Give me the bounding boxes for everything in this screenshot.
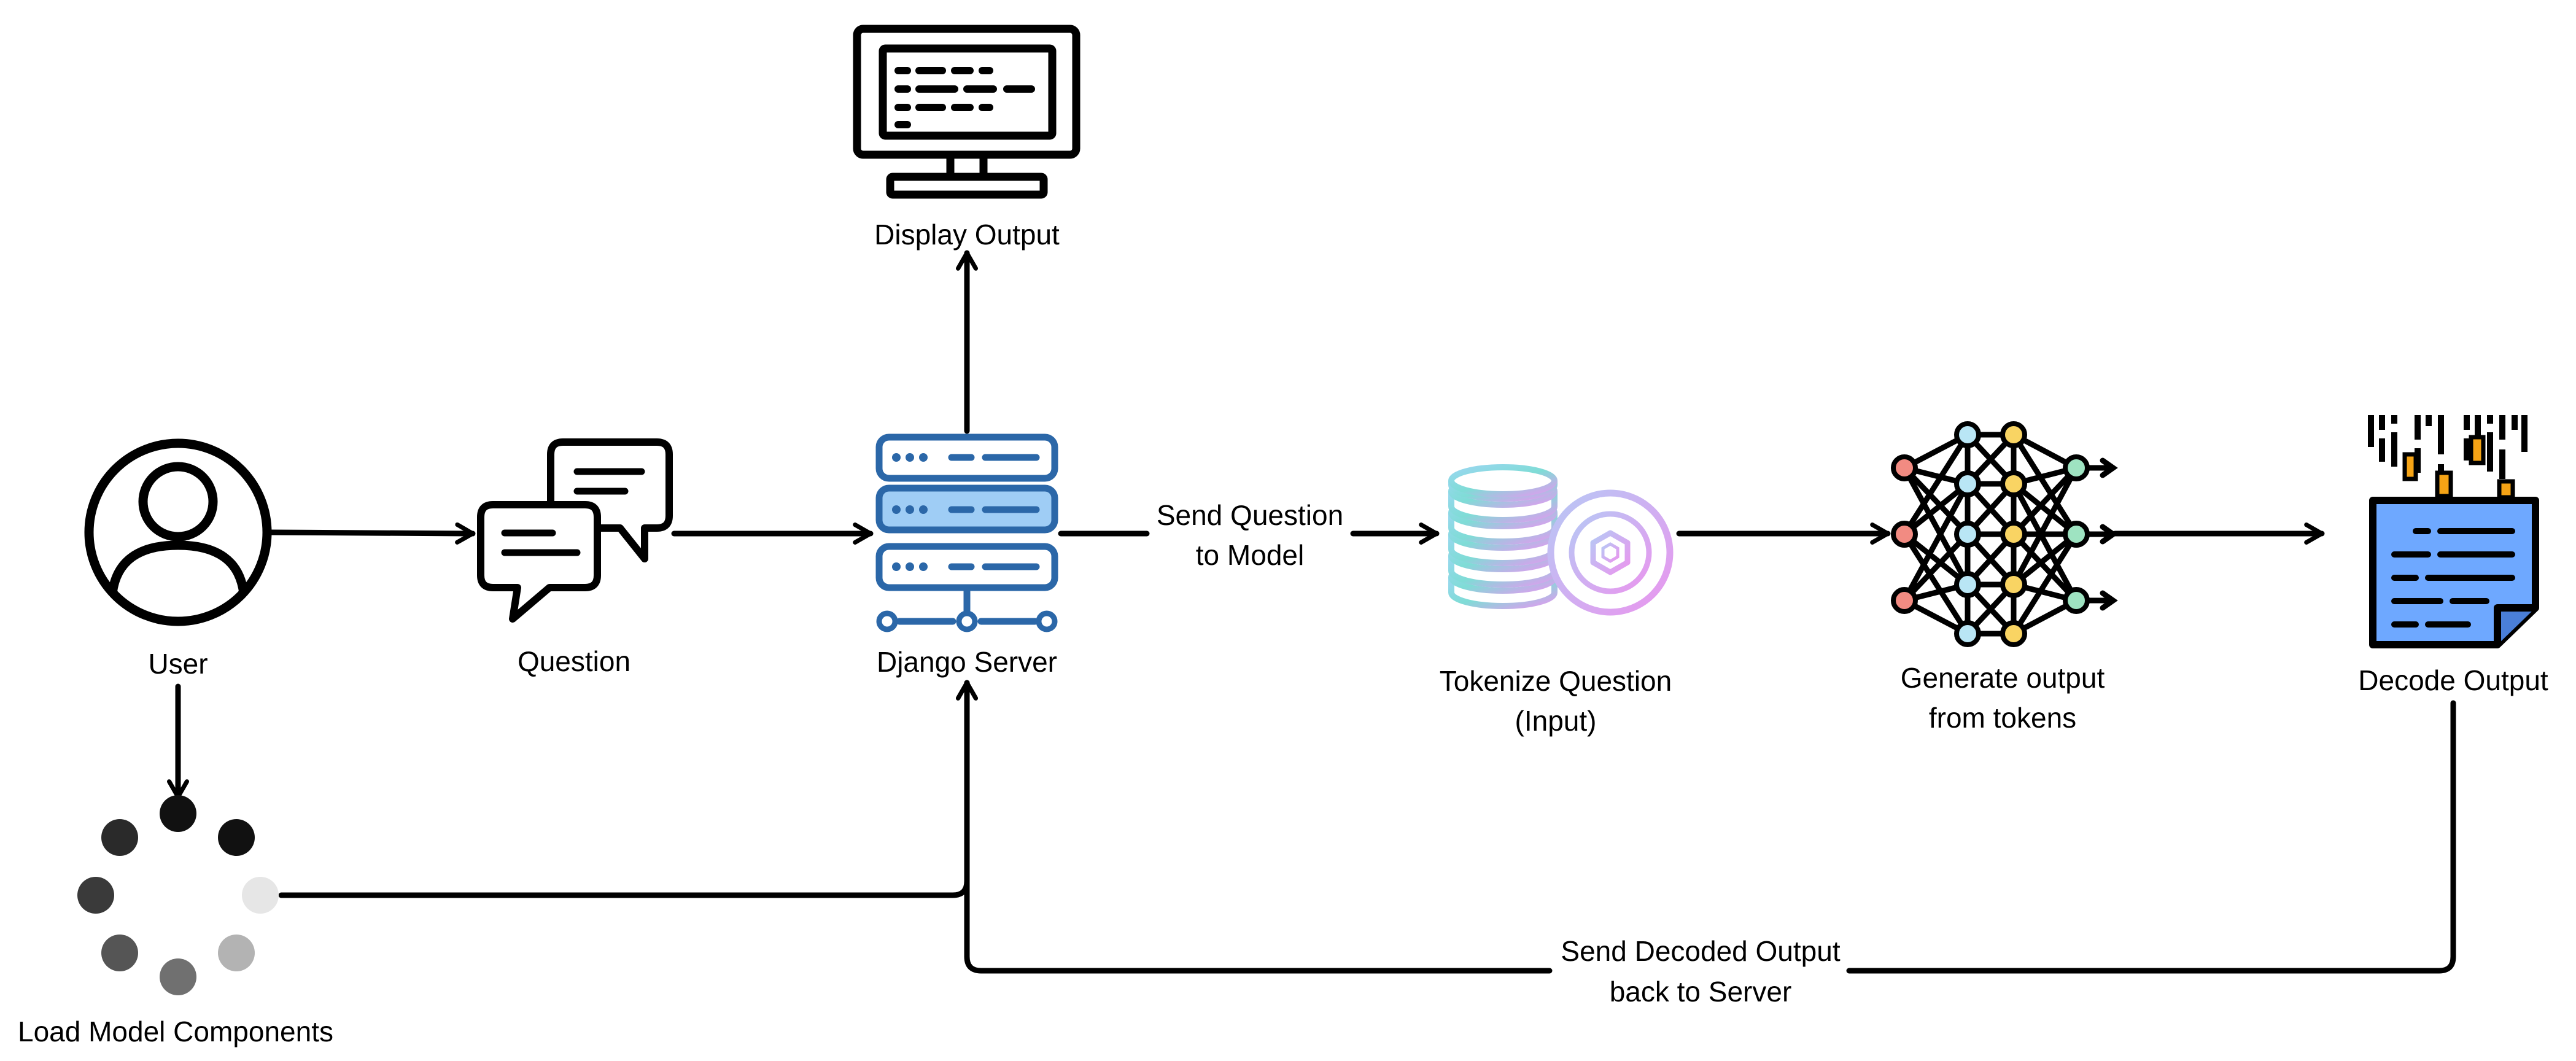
edge-load-server	[278, 680, 978, 898]
send-question-label-line2: to Model	[1196, 539, 1304, 571]
monitor-icon	[853, 25, 1080, 199]
generate-label-line2: from tokens	[1929, 702, 2076, 734]
question-node: Question	[477, 438, 673, 677]
loading-spinner-icon	[77, 795, 279, 995]
load-label: Load Model Components	[18, 1016, 333, 1047]
user-label: User	[148, 648, 208, 680]
binary-code-icon	[2368, 415, 2528, 479]
edge-decode-server-a	[1846, 700, 2456, 974]
load-node: Load Model Components	[18, 795, 333, 1047]
server-node: Django Server	[875, 433, 1058, 678]
server-icon	[875, 433, 1058, 632]
monitor-code-lines	[894, 67, 1035, 128]
decode-label: Decode Output	[2358, 664, 2548, 696]
tokenize-node: Tokenize Question (Input)	[1440, 464, 1674, 737]
send-decoded-label-line2: back to Server	[1610, 976, 1792, 1008]
generate-node: Generate output from tokens	[1891, 421, 2118, 734]
edge-user-question	[267, 522, 476, 545]
send-question-label-line1: Send Question	[1157, 499, 1343, 531]
decode-node: Decode Output	[2358, 415, 2548, 696]
user-node: User	[84, 438, 272, 680]
server-label: Django Server	[877, 646, 1057, 678]
binary-orange-bars	[2402, 435, 2515, 500]
edge-decode-server-b	[956, 680, 1553, 974]
document-icon	[2369, 497, 2539, 648]
token-coin-icon	[1547, 489, 1674, 616]
question-label: Question	[518, 645, 630, 677]
chat-lines	[501, 468, 645, 556]
neural-network-icon	[1901, 432, 2118, 637]
tokenize-label-line2: (Input)	[1515, 705, 1597, 737]
user-icon	[84, 438, 272, 626]
tokenize-label-line1: Tokenize Question	[1440, 665, 1672, 697]
generate-label-line1: Generate output	[1901, 662, 2105, 694]
nn-nodes	[1891, 421, 2090, 647]
coins-icon	[1448, 464, 1558, 609]
edges	[167, 250, 2456, 974]
display-label: Display Output	[874, 219, 1060, 251]
send-decoded-label-line1: Send Decoded Output	[1561, 935, 1840, 967]
display-node: Display Output	[853, 25, 1080, 251]
document-text-lines	[2391, 528, 2515, 628]
